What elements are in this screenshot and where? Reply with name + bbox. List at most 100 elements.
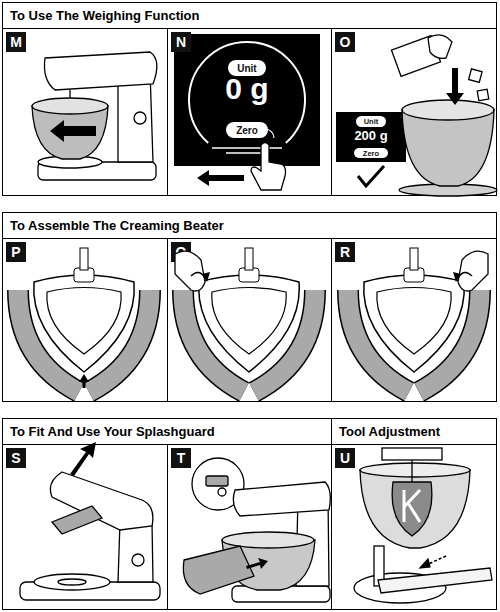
- weight-readout: 0 g: [174, 72, 320, 106]
- mixer-drawing: [20, 442, 160, 600]
- beater-shaft: [410, 248, 418, 270]
- step-letter: U: [335, 448, 355, 468]
- arrow-head: [453, 272, 461, 282]
- detail-circle: [192, 458, 244, 510]
- button-label: Unit: [356, 116, 386, 127]
- beater-shaft: [80, 248, 88, 270]
- bowl-drawing: [358, 35, 497, 196]
- step-letter: O: [335, 32, 355, 52]
- display-ring: [189, 42, 305, 143]
- pointing-hand: [251, 143, 286, 191]
- creaming-beater: [348, 248, 488, 392]
- step-panel: UnitZero0 gN: [167, 28, 332, 196]
- beater-wiper: [89, 290, 150, 392]
- bowl-rim: [32, 98, 108, 114]
- control-knob: [134, 112, 146, 124]
- section-heading: To Use The Weighing Function: [3, 3, 496, 29]
- tool-shaft: [69, 90, 70, 104]
- curved-arrow: [458, 272, 472, 278]
- weight-readout: 200 g: [336, 128, 406, 143]
- beater-wiper: [18, 290, 79, 392]
- button-label: Zero: [354, 148, 388, 158]
- mixing-bowl: [402, 110, 494, 186]
- section-heading: To Assemble The Creaming Beater: [3, 213, 496, 239]
- beater-opening: [377, 288, 451, 355]
- mixer-drawing: [183, 458, 330, 602]
- step-panel: P: [2, 238, 168, 402]
- slider-line: [212, 147, 282, 149]
- step-letter: S: [6, 448, 26, 468]
- beater-opening: [47, 288, 121, 355]
- section-box: S TTo Fit And Use Your Splashguard: [2, 418, 332, 610]
- holding-hand: [428, 35, 452, 59]
- tool-drawing: [354, 448, 492, 603]
- beater-hub: [74, 268, 94, 282]
- step-panel: T: [167, 444, 332, 610]
- beater-wiper: [348, 290, 409, 392]
- direction-arrow: [424, 556, 446, 566]
- arrow-head: [202, 272, 210, 282]
- beater-wiper: [348, 290, 409, 392]
- section-box: P QR To Assemble The Creaming Beater: [2, 212, 497, 402]
- beater-frame: [199, 275, 300, 372]
- bowl-rim: [402, 100, 494, 120]
- ingredient-piece: [477, 89, 489, 101]
- mixer-base: [38, 162, 156, 180]
- beater-wiper: [183, 290, 244, 392]
- scale-display: UnitZero 200 g: [336, 112, 406, 162]
- mixer-head: [50, 472, 153, 530]
- fitting-hand: [458, 251, 488, 291]
- step-panel: UnitZero 200 g O: [331, 28, 497, 196]
- mixer-column: [296, 496, 329, 586]
- control-knob: [132, 554, 144, 566]
- mixer-column: [118, 70, 153, 162]
- adjust-shaft: [374, 546, 384, 586]
- beater-wiper: [419, 290, 480, 392]
- step-panel: R: [331, 238, 497, 402]
- curved-arrow: [191, 272, 205, 278]
- ingredient-piece: [469, 69, 482, 82]
- check-mark: [358, 166, 384, 186]
- beater-opening: [212, 288, 286, 355]
- direction-arrow: [446, 68, 464, 105]
- creaming-beater: [175, 248, 315, 392]
- step-letter: P: [6, 242, 26, 262]
- step-letter: N: [171, 32, 191, 52]
- mixer-head: [233, 482, 330, 516]
- arrow-head: [420, 559, 430, 568]
- bowl-rim: [360, 463, 470, 477]
- section-heading: To Fit And Use Your Splashguard: [3, 419, 331, 445]
- step-panel: M: [2, 28, 168, 196]
- mixer-head: [44, 52, 156, 90]
- k-beater: [392, 482, 432, 536]
- hub-detail: [218, 488, 226, 496]
- direction-arrow: [50, 120, 96, 142]
- display-button: Zero: [354, 148, 388, 158]
- fitting-hand: [175, 251, 205, 291]
- beater-hub: [404, 268, 424, 282]
- mixer-base: [232, 586, 330, 602]
- button-label: Zero: [226, 122, 268, 138]
- tool-shaft: [411, 460, 412, 482]
- mixer-head: [382, 448, 442, 460]
- splashguard-detail: [206, 476, 228, 486]
- direction-arrow: [79, 374, 89, 388]
- step-letter: R: [335, 242, 355, 262]
- display-graphics: [189, 42, 305, 190]
- creaming-beater: [18, 248, 150, 392]
- step-panel: Q: [167, 238, 332, 402]
- bowl-platform: [38, 156, 102, 168]
- tool-base: [354, 573, 446, 603]
- section-box: UTool Adjustment: [331, 418, 497, 610]
- platform-centre: [58, 579, 86, 585]
- bowl-rim: [222, 532, 314, 548]
- mixer-base: [20, 582, 160, 600]
- direction-arrow: [246, 558, 268, 569]
- step-panel: U: [331, 444, 497, 610]
- scale-display: UnitZero0 g: [174, 34, 320, 166]
- beater-wiper: [18, 290, 79, 392]
- beater-wiper: [183, 290, 244, 392]
- touch-ripple: [256, 129, 274, 138]
